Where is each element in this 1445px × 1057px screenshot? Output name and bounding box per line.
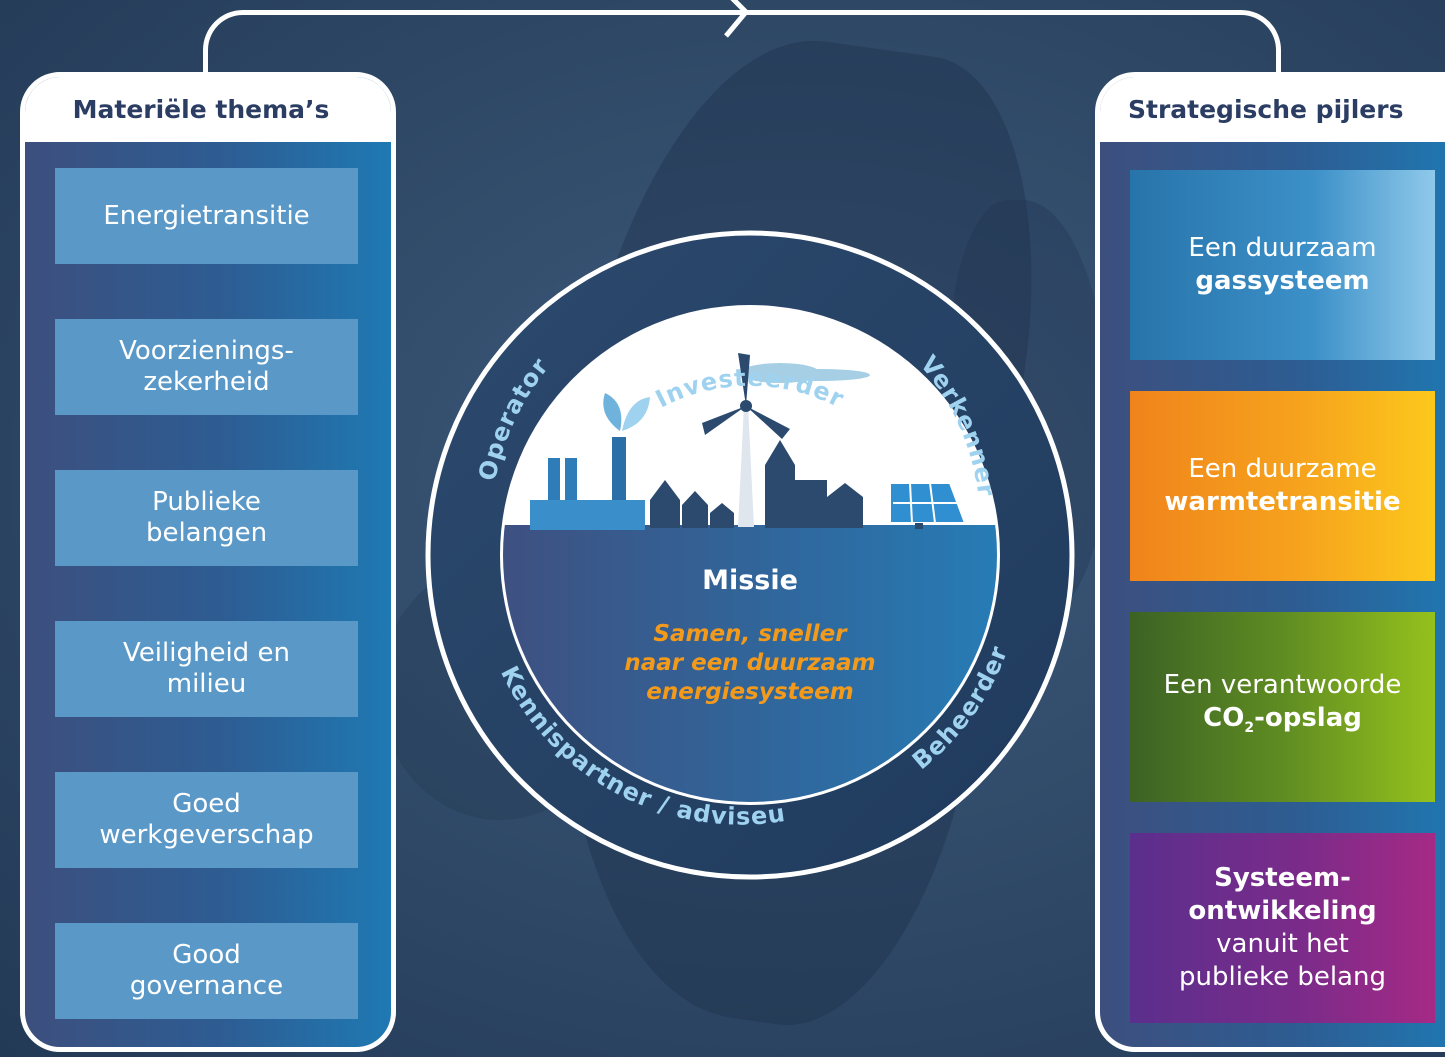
material-themes-title: Materiële thema’s	[25, 77, 391, 142]
pillar-co2-storage: Een verantwoorde CO2-opslag	[1130, 612, 1435, 802]
pillar-text: Een duurzaam	[1188, 233, 1377, 263]
pillar-text: publieke belang	[1179, 962, 1386, 992]
pillar-heat-transition: Een duurzame warmtetransitie	[1130, 391, 1435, 581]
connector-bracket	[203, 10, 1281, 130]
mission-statement: Samen, sneller naar een duurzaam energie…	[624, 621, 876, 705]
theme-item: Veiligheid en milieu	[55, 621, 358, 717]
pillar-text: Een verantwoorde	[1163, 669, 1402, 700]
pillar-text-bold: gassysteem	[1195, 266, 1370, 296]
theme-item: Publieke belangen	[55, 470, 358, 566]
pillar-text-bold: Systeem-	[1214, 863, 1351, 893]
mission-title: Missie	[702, 565, 798, 596]
theme-item: Good governance	[55, 923, 358, 1019]
theme-item: Energietransitie	[55, 168, 358, 264]
pillar-text: vanuit het	[1216, 929, 1349, 959]
theme-item: Voorzienings- zekerheid	[55, 319, 358, 415]
mission-circle: Investeerder Verkenner Beheerder Kennisp…	[420, 225, 1075, 880]
theme-item: Goed werkgeverschap	[55, 772, 358, 868]
strategic-pillars-title: Strategische pijlers	[1100, 77, 1445, 142]
pillar-text-bold: ontwikkeling	[1188, 896, 1377, 926]
strategic-pillars-panel: Strategische pijlers Een duurzaam gassys…	[1095, 72, 1445, 1052]
pillar-text: Een duurzame	[1188, 454, 1377, 484]
pillar-system-development: Systeem- ontwikkeling vanuit het publiek…	[1130, 833, 1435, 1023]
pillar-text-bold: CO2-opslag	[1203, 702, 1362, 737]
pillar-text-bold: warmtetransitie	[1164, 487, 1401, 517]
material-themes-panel: Materiële thema’s Energietransitie Voorz…	[20, 72, 396, 1052]
arrow-right-icon	[724, 0, 749, 38]
pillar-gas-system: Een duurzaam gassysteem	[1130, 170, 1435, 360]
